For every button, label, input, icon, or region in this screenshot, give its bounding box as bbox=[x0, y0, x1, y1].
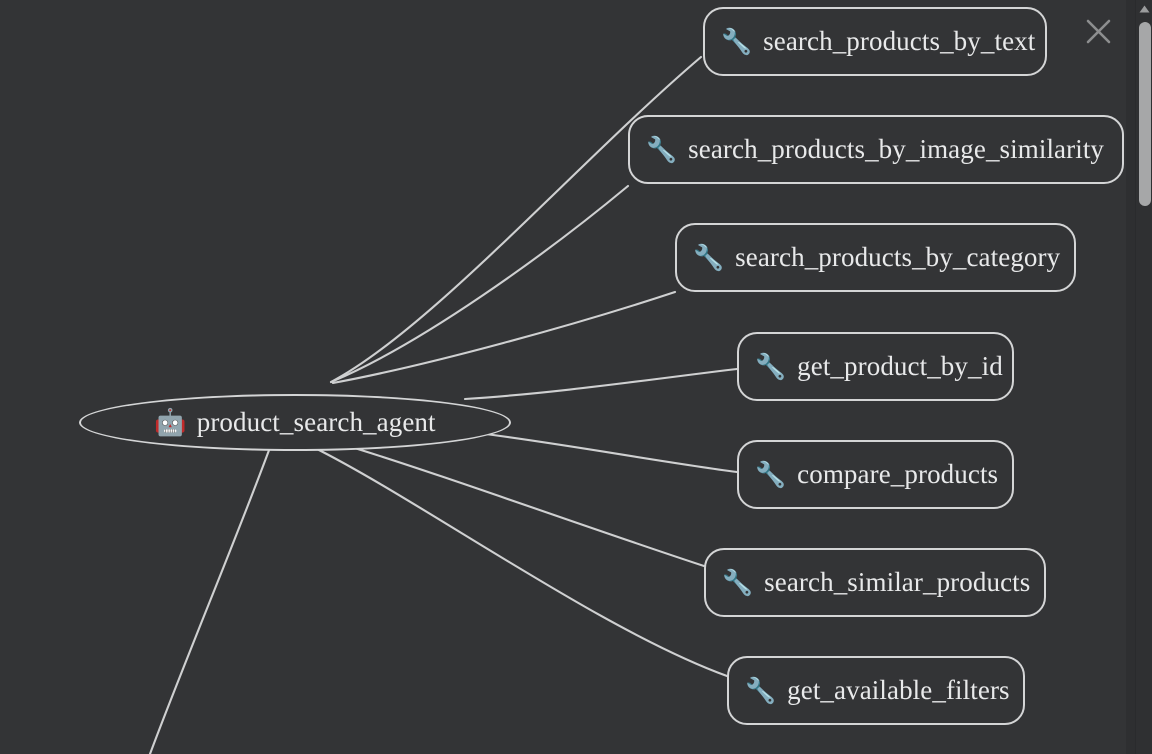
wrench-emoji-icon: 🔧 bbox=[721, 27, 753, 56]
edge-to-get-available-filters bbox=[311, 445, 729, 678]
scrollbar-thumb[interactable] bbox=[1139, 22, 1151, 206]
wrench-emoji-icon: 🔧 bbox=[755, 352, 787, 381]
tool-node-compare-products[interactable]: 🔧 compare_products bbox=[737, 440, 1014, 509]
edge-to-search-products-by-image-similarity bbox=[329, 184, 630, 384]
agent-node-label: product_search_agent bbox=[196, 407, 436, 437]
wrench-emoji-icon: 🔧 bbox=[745, 676, 777, 705]
wrench-emoji-icon: 🔧 bbox=[722, 568, 754, 597]
tool-node-search-products-by-image-similarity[interactable]: 🔧 search_products_by_image_similarity bbox=[628, 115, 1124, 184]
tool-node-get-available-filters[interactable]: 🔧 get_available_filters bbox=[727, 656, 1025, 725]
wrench-emoji-icon: 🔧 bbox=[646, 135, 678, 164]
edge-to-get-product-by-id bbox=[463, 367, 739, 401]
close-icon[interactable] bbox=[1083, 16, 1114, 47]
tool-node-search-products-by-category[interactable]: 🔧 search_products_by_category bbox=[675, 223, 1076, 292]
edge-to-offscreen-node bbox=[148, 440, 274, 754]
tool-node-label: get_available_filters bbox=[787, 675, 1010, 705]
edge-to-search-similar-products bbox=[346, 444, 706, 568]
wrench-emoji-icon: 🔧 bbox=[693, 243, 725, 272]
tool-node-label: search_similar_products bbox=[764, 567, 1031, 597]
tool-node-label: get_product_by_id bbox=[797, 351, 1003, 381]
edge-to-search-products-by-category bbox=[331, 290, 677, 385]
agent-node-product-search-agent[interactable]: 🤖 product_search_agent bbox=[79, 394, 511, 451]
tool-node-label: search_products_by_category bbox=[735, 242, 1061, 272]
wrench-emoji-icon: 🔧 bbox=[755, 460, 787, 489]
vertical-scrollbar[interactable] bbox=[1135, 0, 1152, 754]
edge-to-compare-products bbox=[468, 430, 739, 474]
tool-node-label: search_products_by_text bbox=[763, 26, 1036, 56]
tool-node-search-similar-products[interactable]: 🔧 search_similar_products bbox=[704, 548, 1046, 617]
robot-emoji-icon: 🤖 bbox=[154, 407, 187, 438]
tool-node-label: compare_products bbox=[797, 459, 999, 489]
tool-node-search-products-by-text[interactable]: 🔧 search_products_by_text bbox=[703, 7, 1047, 76]
edge-to-search-products-by-text bbox=[329, 55, 703, 384]
scrollbar-gutter bbox=[1126, 0, 1135, 754]
scroll-up-arrow-icon[interactable] bbox=[1136, 0, 1152, 17]
tool-node-label: search_products_by_image_similarity bbox=[688, 134, 1105, 164]
tool-node-get-product-by-id[interactable]: 🔧 get_product_by_id bbox=[737, 332, 1014, 401]
